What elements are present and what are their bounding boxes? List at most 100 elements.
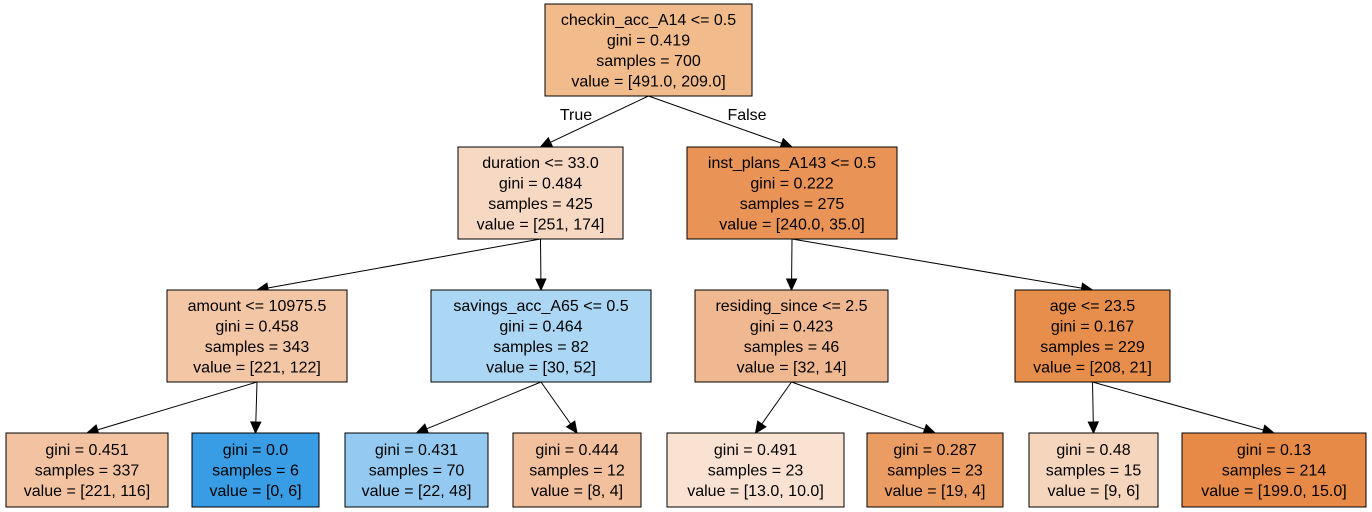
node-line: samples = 70 (369, 463, 465, 480)
edge-n2-n6 (791, 238, 1082, 289)
edge-label-false: False (727, 107, 766, 124)
node-line: gini = 0.0 (223, 442, 288, 459)
leaf-node-n9: gini = 0.431 samples = 70 value = [22, 48] (344, 432, 489, 508)
edge-n4-n9 (426, 381, 542, 430)
node-line: age <= 23.5 (1050, 298, 1136, 315)
node-line: checkin_acc_A14 <= 0.5 (561, 12, 736, 29)
split-node-n4: savings_acc_A65 <= 0.5 gini = 0.464 sample… (430, 289, 652, 383)
node-line: residing_since <= 2.5 (715, 298, 867, 315)
node-line: samples = 425 (488, 196, 593, 213)
node-line: duration <= 33.0 (482, 155, 599, 172)
node-line: value = [491.0, 209.0] (571, 73, 725, 90)
node-box (191, 432, 320, 508)
edge-n5-n11 (761, 381, 792, 425)
arrow-head-n3-n8 (250, 421, 262, 435)
node-line: gini = 0.48 (1056, 442, 1130, 459)
node-box (686, 146, 898, 240)
node-line: value = [9, 6] (1047, 483, 1139, 500)
split-node-n1: duration <= 33.0 gini = 0.484 samples = 42… (457, 146, 624, 240)
node-box (694, 289, 889, 383)
node-line: inst_plans_A143 <= 0.5 (708, 155, 876, 172)
node-line: samples = 46 (744, 339, 840, 356)
node-line: savings_acc_A65 <= 0.5 (453, 298, 628, 315)
node-box (5, 432, 169, 508)
node-line: gini = 0.167 (1051, 318, 1134, 335)
node-line: gini = 0.13 (1237, 442, 1311, 459)
node-box (457, 146, 624, 240)
leaf-node-n7: gini = 0.451 samples = 337 value = [221, 1… (5, 432, 169, 508)
leaf-node-n14: gini = 0.13 samples = 214 value = [199.0, … (1181, 432, 1367, 508)
node-box (512, 432, 642, 508)
node-line: value = [240.0, 35.0] (719, 216, 864, 233)
node-line: samples = 23 (887, 463, 983, 480)
node-line: samples = 12 (529, 463, 625, 480)
node-line: gini = 0.444 (535, 442, 618, 459)
edge-n0-n2 (648, 95, 782, 144)
node-line: samples = 214 (1222, 463, 1327, 480)
node-line: value = [0, 6] (209, 483, 301, 500)
edge-n6-n14 (1092, 381, 1264, 431)
edge-n6-n13 (1092, 381, 1094, 423)
node-line: value = [208, 21] (1033, 359, 1152, 376)
node-box (666, 432, 845, 508)
node-line: value = [32, 14] (737, 359, 847, 376)
arrow-head-n2-n5 (785, 278, 798, 292)
leaf-node-n12: gini = 0.287 samples = 23 value = [19, 4] (866, 432, 1004, 508)
node-line: value = [199.0, 15.0] (1201, 483, 1346, 500)
node-line: gini = 0.423 (750, 318, 833, 335)
leaf-node-n13: gini = 0.48 samples = 15 value = [9, 6] (1028, 432, 1159, 508)
node-line: value = [221, 122] (193, 359, 321, 376)
node-box (1181, 432, 1367, 508)
node-line: samples = 6 (212, 463, 299, 480)
split-node-n3: amount <= 10975.5 gini = 0.458 samples = 3… (166, 289, 348, 383)
node-box (1028, 432, 1159, 508)
leaf-node-n11: gini = 0.491 samples = 23 value = [13.0, 1… (666, 432, 845, 508)
arrow-head-n0-n1 (539, 136, 554, 148)
node-line: value = [221, 116] (24, 483, 150, 500)
tree-edges (85, 95, 1276, 436)
arrow-head-n1-n4 (535, 278, 547, 292)
node-box (866, 432, 1004, 508)
node-line: samples = 275 (740, 196, 845, 213)
arrow-head-n4-n9 (415, 423, 430, 434)
leaf-node-n10: gini = 0.444 samples = 12 value = [8, 4] (512, 432, 642, 508)
node-line: value = [19, 4] (885, 483, 986, 500)
edge-n0-n1 (550, 95, 649, 143)
node-box (544, 3, 753, 97)
edge-n5-n12 (791, 381, 925, 430)
node-line: samples = 343 (205, 339, 310, 356)
node-line: samples = 700 (596, 53, 701, 70)
node-line: gini = 0.222 (750, 175, 833, 192)
edge-label-true: True (560, 107, 592, 124)
node-line: value = [251, 174] (477, 216, 605, 233)
node-box (166, 289, 348, 383)
node-line: gini = 0.491 (714, 442, 797, 459)
arrow-head-n6-n13 (1087, 421, 1100, 435)
split-node-n2: inst_plans_A143 <= 0.5 gini = 0.222 sample… (686, 146, 898, 240)
node-line: samples = 23 (708, 463, 804, 480)
node-line: gini = 0.484 (499, 175, 582, 192)
split-node-n6: age <= 23.5 gini = 0.167 samples = 229 valu… (1014, 289, 1171, 383)
node-line: gini = 0.458 (215, 318, 298, 335)
node-line: samples = 15 (1046, 463, 1142, 480)
edge-n1-n3 (267, 238, 541, 289)
node-line: gini = 0.451 (45, 442, 128, 459)
node-line: gini = 0.464 (499, 318, 582, 335)
node-line: gini = 0.287 (893, 442, 976, 459)
node-line: samples = 82 (493, 339, 589, 356)
node-line: value = [22, 48] (362, 483, 472, 500)
leaf-node-n8: gini = 0.0 samples = 6 value = [0, 6] (191, 432, 320, 508)
node-line: samples = 229 (1040, 339, 1145, 356)
edge-n4-n10 (540, 381, 572, 425)
node-line: value = [30, 52] (486, 359, 596, 376)
node-line: samples = 337 (35, 463, 140, 480)
edge-n3-n7 (97, 381, 258, 431)
node-line: value = [13.0, 10.0] (687, 483, 824, 500)
node-line: value = [8, 4] (531, 483, 623, 500)
node-line: gini = 0.431 (375, 442, 458, 459)
node-box (344, 432, 489, 508)
node-line: amount <= 10975.5 (188, 298, 327, 315)
